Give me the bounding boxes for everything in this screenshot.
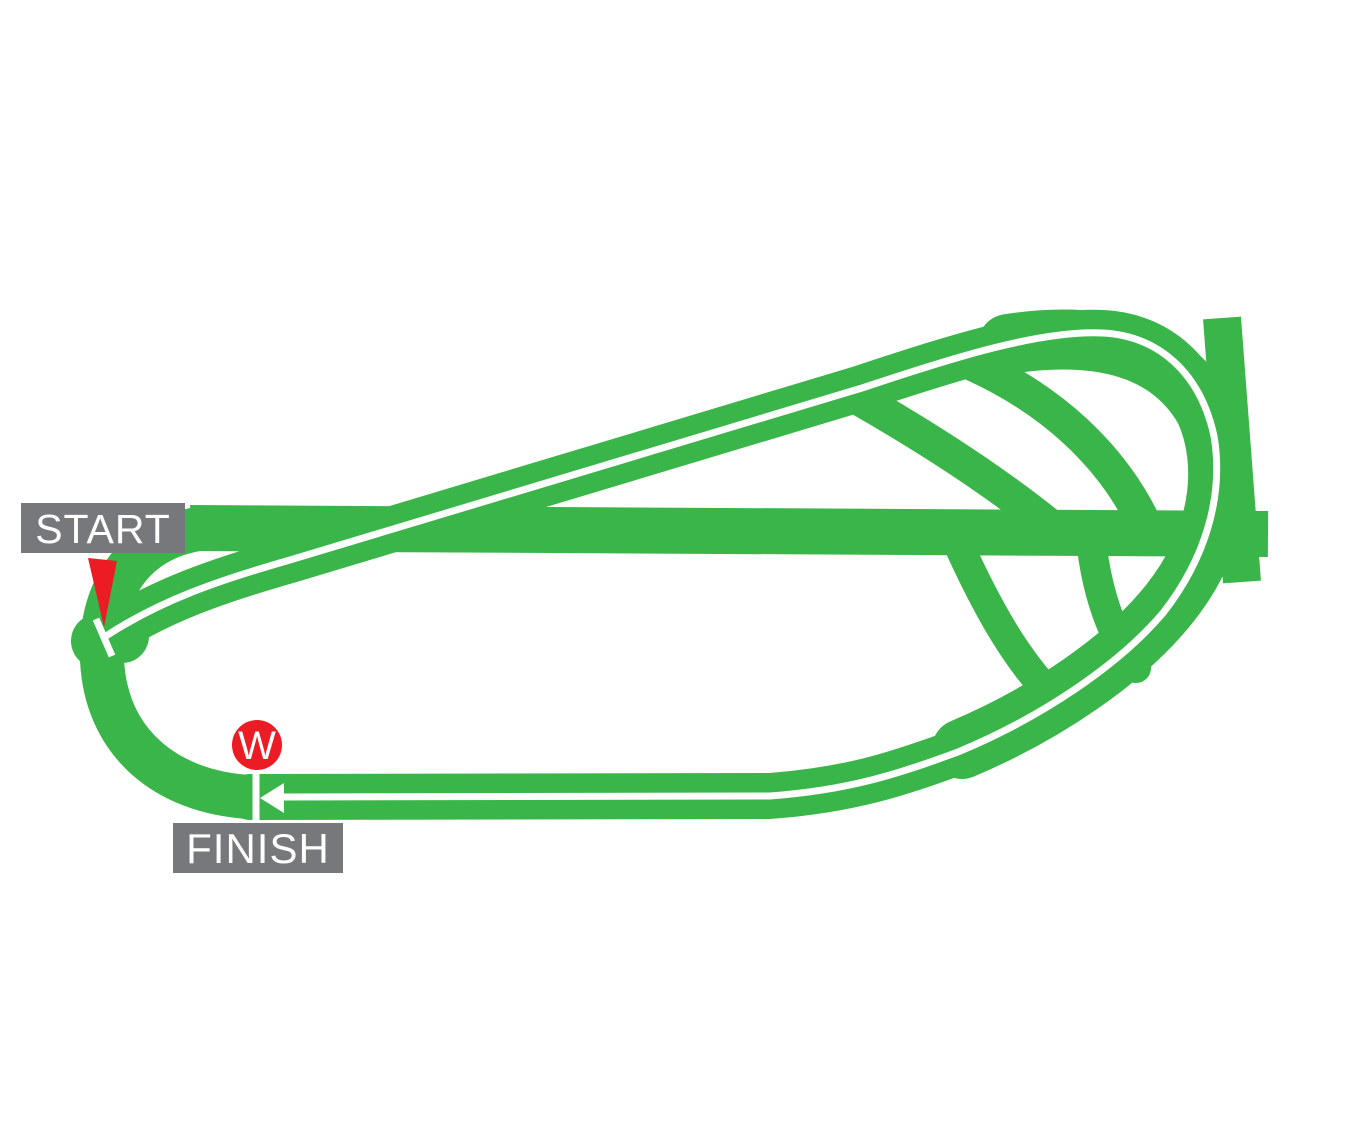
- winning-post-letter: W: [238, 724, 276, 768]
- direction-arrow-icon: [260, 783, 284, 813]
- middle-straight-chute: [189, 505, 1269, 557]
- fan-bend-upper-1: [841, 381, 1072, 547]
- top-right-spur: [1203, 316, 1261, 584]
- start-label-box: START: [21, 503, 185, 553]
- start-flag-icon: [88, 558, 117, 627]
- fan-bend-lower-2: [1077, 533, 1151, 683]
- start-line-tick: [92, 617, 116, 658]
- start-label-background: [21, 503, 185, 553]
- fan-bend-lower-1: [945, 533, 1077, 721]
- finish-label-background: [173, 823, 343, 873]
- finish-label: FINISH: [186, 825, 330, 872]
- finish-label-box: FINISH: [173, 823, 343, 873]
- racing-line-group: [92, 329, 1221, 822]
- racing-line: [101, 329, 1221, 801]
- winning-post-badge: [232, 720, 282, 770]
- fan-bend-upper-2: [951, 345, 1162, 542]
- start-label: START: [35, 506, 171, 552]
